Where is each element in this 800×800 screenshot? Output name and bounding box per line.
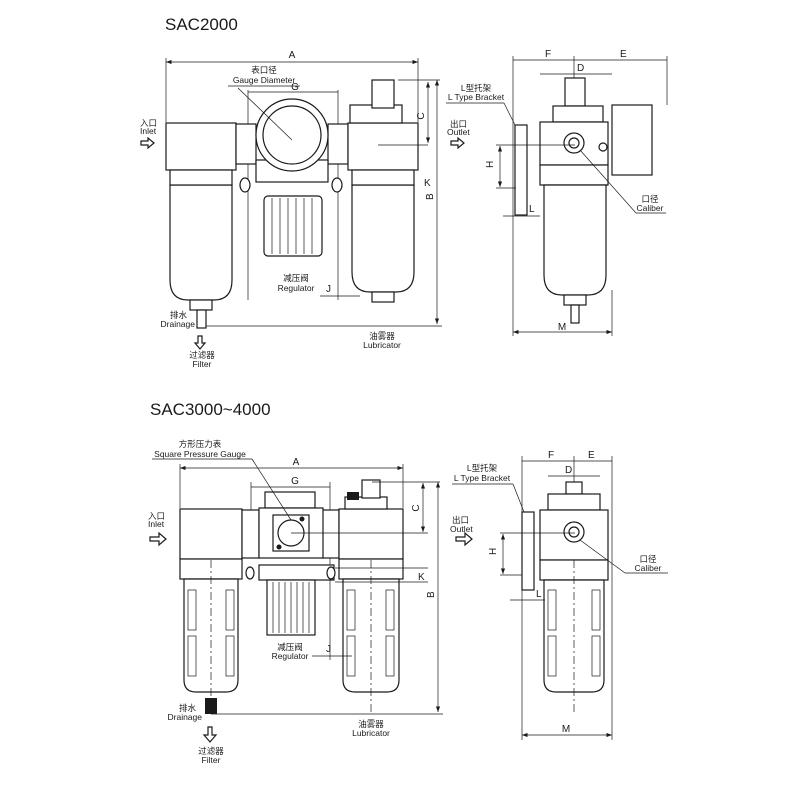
front-view: A G C <box>148 439 443 765</box>
dim-b: B <box>425 193 436 200</box>
dim-c: C <box>411 504 422 511</box>
bracket-label-en: L Type Bracket <box>454 473 511 483</box>
dim-m: M <box>562 724 570 735</box>
section-title: SAC3000~4000 <box>150 400 271 419</box>
gauge-label-en: Square Pressure Gauge <box>154 449 246 459</box>
dim-l: L <box>529 204 535 215</box>
caliber-label-cn: 口径 <box>639 554 657 564</box>
regulator-label-cn: 减压阀 <box>277 642 303 652</box>
dim-l: L <box>536 589 542 600</box>
dim-c: C <box>416 112 427 119</box>
dim-g: G <box>291 476 299 487</box>
regulator-label-cn: 减压阀 <box>283 273 309 283</box>
drainage-label-cn: 排水 <box>179 703 197 713</box>
caliber-label-cn: 口径 <box>641 194 659 204</box>
bracket-label-en: L Type Bracket <box>448 92 505 102</box>
outlet-label-en: Outlet <box>450 524 473 534</box>
drain-arrow-icon <box>202 726 218 743</box>
dim-f: F <box>545 49 551 60</box>
dim-m: M <box>558 322 566 333</box>
gauge-label-cn: 表口径 <box>251 65 277 75</box>
inlet-arrow-icon <box>149 531 167 547</box>
dim-h: H <box>488 548 499 555</box>
dim-g: G <box>291 82 299 93</box>
outlet-label-cn: 出口 <box>450 119 467 129</box>
filter-label-en: Filter <box>202 755 221 765</box>
dim-h: H <box>485 161 496 168</box>
lubricator-label-en: Lubricator <box>363 340 401 350</box>
section-title: SAC2000 <box>165 15 238 34</box>
dim-k: K <box>424 178 431 189</box>
bracket-label-cn: L型托架 <box>467 463 498 473</box>
regulator-label-en: Regulator <box>278 283 315 293</box>
inlet-arrow-icon <box>140 136 155 150</box>
sac3000-4000-section: SAC3000~4000 A G <box>148 400 668 765</box>
lubricator-label-en: Lubricator <box>352 728 390 738</box>
dim-e: E <box>620 49 627 60</box>
drainage-label-cn: 排水 <box>170 310 188 320</box>
dim-a: A <box>289 50 296 61</box>
sac2000-section: SAC2000 A G C <box>140 15 668 369</box>
dim-f: F <box>548 450 554 461</box>
lubricator-label-cn: 油雾器 <box>358 719 384 729</box>
inlet-label-en: Inlet <box>140 126 157 136</box>
inlet-label-cn: 入口 <box>148 511 165 521</box>
outlet-label-en: Outlet <box>447 127 470 137</box>
caliber-label-en: Caliber <box>637 203 664 213</box>
dim-d: D <box>577 63 584 74</box>
gauge-label-en: Gauge Diameter <box>233 75 296 85</box>
dim-j: J <box>326 284 331 295</box>
gauge-label-cn: 方形压力表 <box>179 439 222 449</box>
lubricator-label-cn: 油雾器 <box>369 331 395 341</box>
side-view: F E D H L M L型托架 L Type Bracket 出口 Outle… <box>446 49 668 336</box>
dim-d: D <box>565 465 572 476</box>
filter-label-cn: 过滤器 <box>198 746 224 756</box>
dim-a: A <box>293 457 300 468</box>
dim-e: E <box>588 450 595 461</box>
front-view: A G C B K J <box>140 50 442 369</box>
outlet-arrow-icon <box>450 136 465 150</box>
inlet-label-cn: 入口 <box>140 118 157 128</box>
side-view: F E D H L M L型托架 L Type Bracket 出口 Outle… <box>450 450 668 740</box>
drain-arrow-icon <box>193 335 207 350</box>
drainage-label-en: Drainage <box>161 319 196 329</box>
dim-b: B <box>426 591 437 598</box>
regulator-label-en: Regulator <box>272 651 309 661</box>
inlet-label-en: Inlet <box>148 519 165 529</box>
caliber-label-en: Caliber <box>635 563 662 573</box>
outlet-label-cn: 出口 <box>452 515 469 525</box>
drainage-label-en: Drainage <box>168 712 203 722</box>
filter-label-cn: 过滤器 <box>189 350 215 360</box>
bracket-label-cn: L型托架 <box>461 83 492 93</box>
outlet-arrow-icon <box>455 531 473 547</box>
dim-j: J <box>326 644 331 655</box>
filter-label-en: Filter <box>193 359 212 369</box>
dim-k: K <box>418 572 425 583</box>
